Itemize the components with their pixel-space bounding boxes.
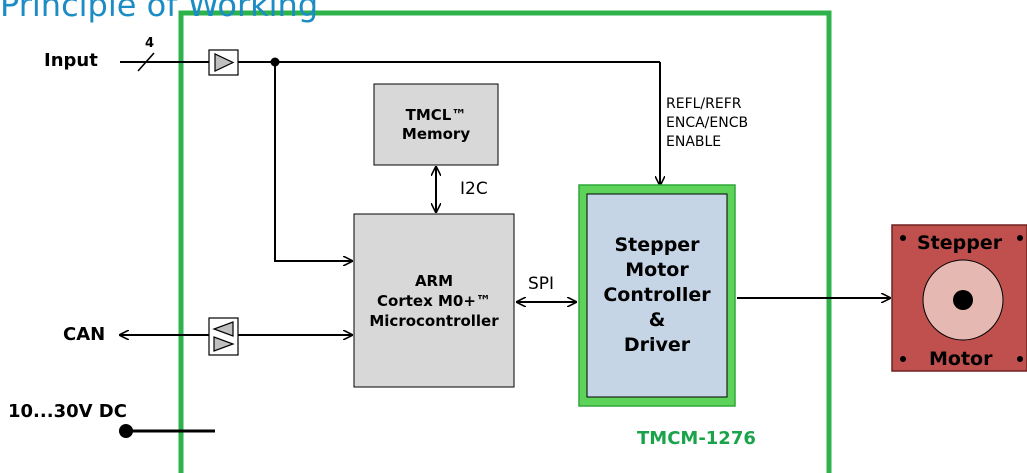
memory-block-label: TMCL™ Memory — [374, 84, 498, 165]
mcu-line-1: ARM — [414, 271, 454, 290]
mcu-block — [353, 213, 515, 388]
input-label: Input — [44, 50, 98, 71]
power-label: 10...30V DC — [8, 401, 127, 422]
page-title: Principle of Working — [0, 0, 319, 24]
driver-input-enca-encb: ENCA/ENCB — [666, 115, 749, 131]
memory-block — [373, 83, 499, 166]
mcu-block-label: ARM Cortex M0+™ Microcontroller — [354, 214, 514, 387]
driver-line-4: & — [648, 309, 666, 331]
driver-line-2: Motor — [625, 259, 689, 281]
driver-input-enable: ENABLE — [666, 134, 722, 150]
power-terminal — [119, 424, 133, 438]
driver-input-refl-refr: REFL/REFR — [666, 96, 742, 112]
memory-line-1: TMCL™ — [405, 105, 467, 124]
input-buffer-icon — [208, 49, 239, 76]
driver-block — [586, 193, 728, 398]
can-label: CAN — [63, 324, 106, 345]
driver-line-1: Stepper — [614, 234, 700, 256]
driver-line-3: Controller — [603, 284, 711, 306]
module-outline — [178, 10, 832, 473]
input-to-mcu-line — [274, 62, 352, 261]
mcu-line-3: Microcontroller — [369, 311, 499, 330]
motor-label-bottom: Motor — [929, 348, 993, 370]
driver-block-label: Stepper Motor Controller & Driver — [587, 194, 727, 397]
driver-line-5: Driver — [623, 334, 691, 356]
bidirectional-buffer-icon — [208, 317, 239, 356]
motor-label-top: Stepper — [917, 232, 1003, 254]
mcu-line-2: Cortex M0+™ — [377, 291, 491, 310]
spi-label: SPI — [528, 274, 555, 294]
module-name: TMCM-1276 — [637, 428, 756, 449]
bus-width-slash — [137, 52, 155, 72]
stepper-motor-icon — [891, 224, 1027, 372]
memory-line-2: Memory — [401, 124, 471, 143]
i2c-label: I2C — [460, 179, 488, 199]
driver-inputs-label: REFL/REFR ENCA/ENCB ENABLE — [666, 95, 748, 152]
input-bus-width: 4 — [145, 36, 155, 51]
